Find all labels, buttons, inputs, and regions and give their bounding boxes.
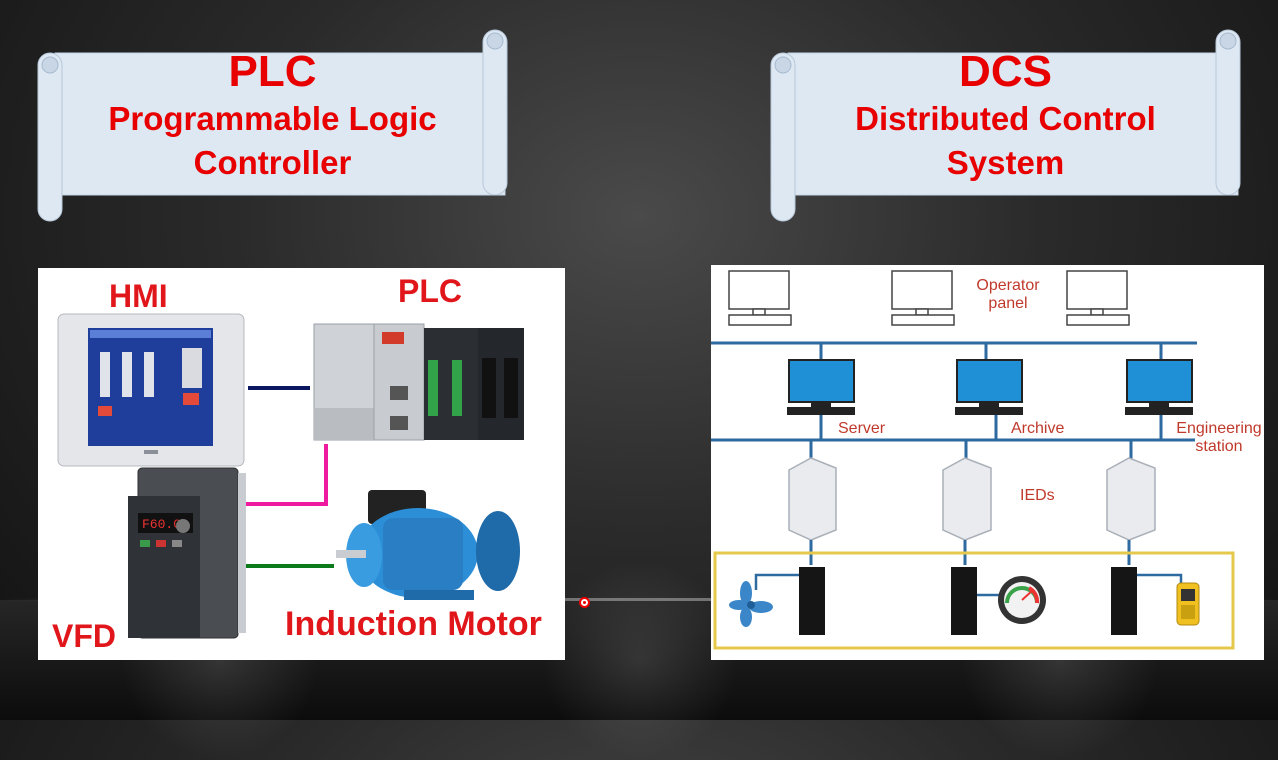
bus-operator — [711, 341, 1197, 361]
plc-subtitle-line2: Controller — [193, 144, 352, 181]
induction-motor-device — [336, 490, 520, 600]
archive-label: Archive — [1011, 420, 1065, 437]
laser-pointer — [579, 597, 590, 608]
plc-device — [313, 323, 524, 441]
server-monitors — [787, 359, 1193, 415]
plc-title-banner: PLC Programmable Logic Controller — [35, 25, 510, 222]
dcs-title: DCS — [959, 47, 1052, 96]
bus-control — [711, 415, 1195, 460]
field-controllers — [799, 567, 1137, 635]
induction-motor-label: Induction Motor — [285, 605, 542, 643]
scroll-shape — [37, 29, 508, 222]
operator-monitor — [728, 270, 1130, 326]
scroll-shape — [770, 29, 1241, 222]
dcs-subtitle-line1: Distributed Control — [855, 100, 1156, 137]
field-links — [754, 573, 1183, 597]
floor-highlight — [0, 598, 1278, 601]
dcs-subtitle-line2: System — [946, 144, 1065, 181]
field-devices-box — [713, 551, 1235, 650]
engineering-station-label: Engineering station — [1175, 420, 1263, 456]
ieds-label: IEDs — [1020, 487, 1055, 504]
ied-servers — [788, 457, 1156, 541]
operator-panel-label: Operator panel — [973, 277, 1043, 313]
engineering-station-label-line1: Engineering — [1176, 420, 1262, 437]
plc-subtitle-line1: Programmable Logic — [108, 100, 437, 137]
plc-diagram-graphics: F60.0 — [57, 313, 524, 639]
hmi-label: HMI — [109, 278, 168, 314]
vfd-plc-link — [241, 444, 328, 506]
vfd-label: VFD — [52, 618, 116, 654]
gauge-icon — [998, 576, 1046, 624]
dcs-diagram-panel: Operator panel Server Archive Engineerin… — [711, 265, 1264, 660]
plc-diagram-panel: F60.0 HMI PLC VFD Induction Motor — [38, 268, 565, 660]
dcs-title-banner: DCS Distributed Control System — [768, 25, 1243, 222]
svg-text:F60.0: F60.0 — [142, 517, 181, 532]
plc-label: PLC — [398, 273, 462, 309]
fan-icon — [729, 581, 773, 627]
handheld-device-icon — [1176, 582, 1200, 626]
dcs-diagram-graphics — [711, 270, 1235, 650]
plc-title: PLC — [228, 47, 317, 96]
operator-panel-label-line2: panel — [988, 295, 1028, 312]
vfd-device: F60.0 — [128, 467, 246, 639]
spotlight — [540, 560, 740, 760]
operator-panel-label-line1: Operator — [976, 277, 1040, 294]
server-label: Server — [838, 420, 886, 437]
engineering-station-label-line2: station — [1195, 438, 1243, 455]
hmi-device — [57, 313, 245, 467]
